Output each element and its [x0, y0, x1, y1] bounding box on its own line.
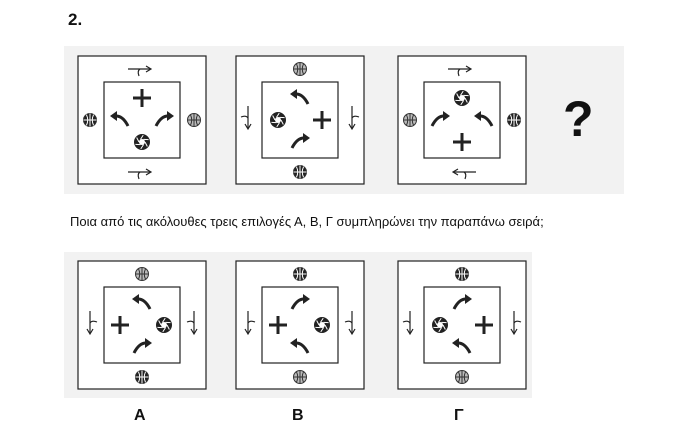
question-number: 2.	[68, 10, 83, 29]
sequence-tile-3	[397, 55, 527, 185]
option-tile-c[interactable]	[397, 260, 527, 390]
option-tile-a[interactable]	[77, 260, 207, 390]
option-label-b: Β	[292, 407, 304, 424]
question-text: Ποια από τις ακόλουθες τρεις επιλογές Α,…	[70, 214, 544, 229]
option-tile-b[interactable]	[235, 260, 365, 390]
sequence-tile-1	[77, 55, 207, 185]
option-label-a: Α	[134, 407, 146, 424]
sequence-tile-2	[235, 55, 365, 185]
missing-tile-question-mark: ?	[563, 91, 594, 147]
option-label-c: Γ	[454, 407, 464, 424]
